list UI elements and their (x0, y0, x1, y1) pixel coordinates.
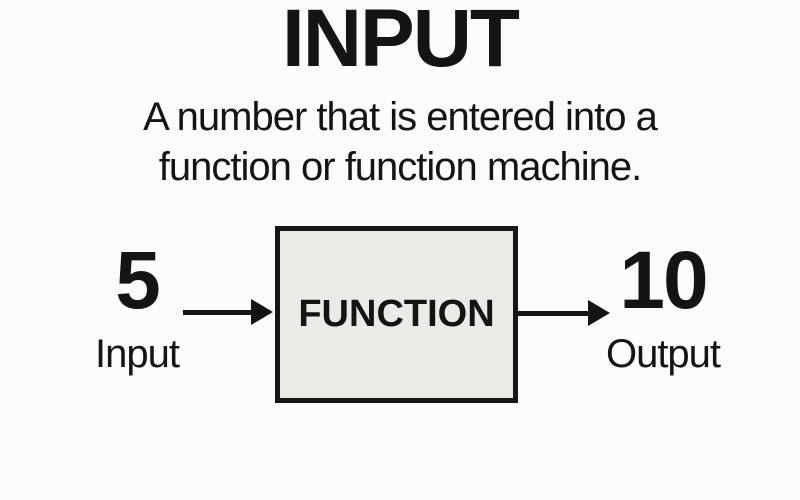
output-value: 10 (619, 235, 708, 326)
function-machine-box: FUNCTION (275, 226, 518, 403)
output-group: 10 Output (578, 235, 748, 376)
definition-line-2: function or function machine. (158, 145, 642, 189)
input-value: 5 (115, 235, 161, 326)
page-title: INPUT (282, 0, 520, 84)
output-arrow-shaft (516, 310, 588, 316)
input-label: Input (95, 332, 180, 376)
input-arrow-shaft (183, 309, 251, 315)
output-label: Output (605, 332, 721, 376)
definition-line-1: A number that is entered into a (143, 95, 658, 139)
function-box-label: FUNCTION (298, 293, 495, 335)
definition-text: A number that is entered into a function… (0, 92, 800, 192)
input-group: 5 Input (52, 235, 222, 376)
input-arrowhead-icon (251, 299, 273, 325)
output-arrowhead-icon (588, 300, 610, 326)
input-arrow-icon (183, 299, 273, 325)
output-arrow-icon (516, 300, 610, 326)
